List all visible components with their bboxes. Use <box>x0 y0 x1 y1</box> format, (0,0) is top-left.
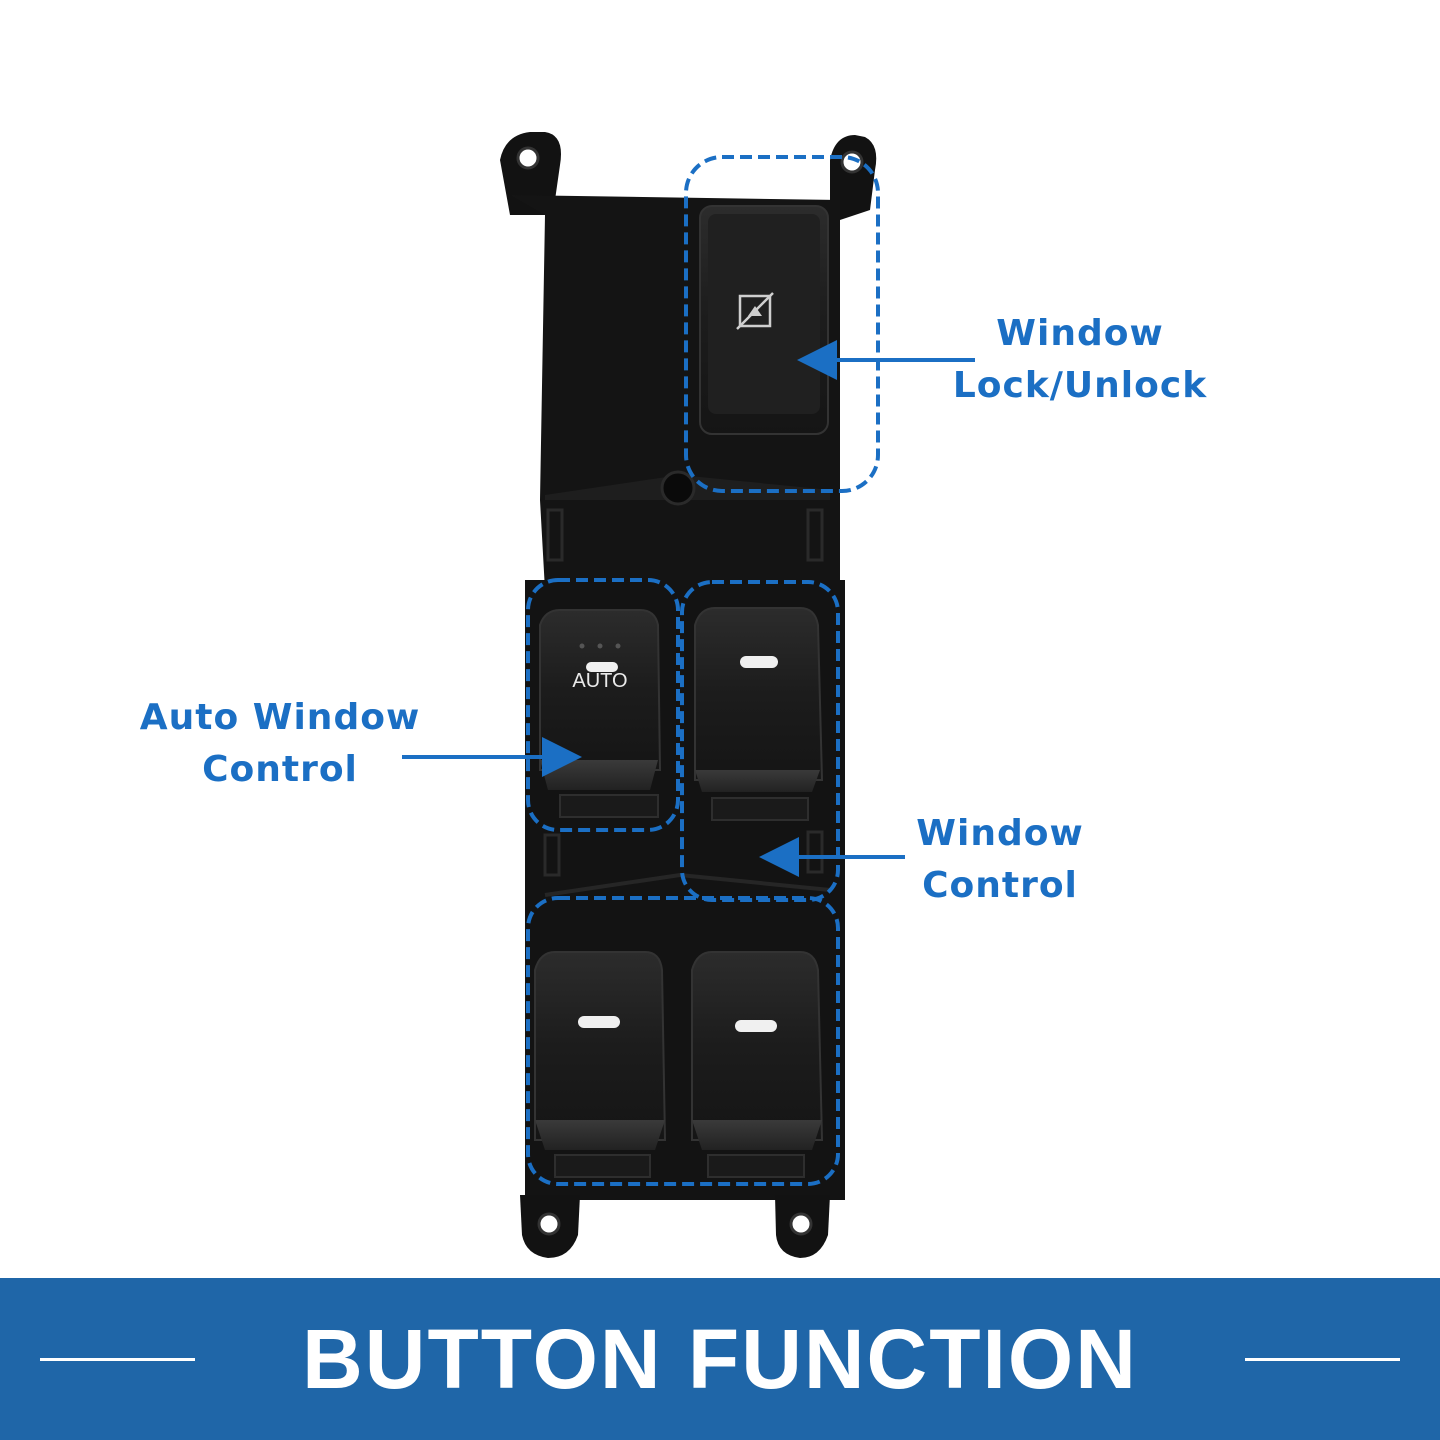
window-control-button-rear-right <box>691 951 824 1178</box>
window-lock-icon <box>736 292 774 330</box>
callout-window-lock-line1: Window <box>996 313 1164 354</box>
callout-window-control-line2: Control <box>922 865 1078 906</box>
window-control-button-rear-left <box>534 951 667 1178</box>
window-lock-button <box>699 205 829 435</box>
banner-rule-right <box>1245 1358 1400 1361</box>
banner: BUTTON FUNCTION <box>0 1278 1440 1440</box>
rear-highlight-outline <box>526 896 840 1186</box>
mounting-hole <box>537 1212 561 1236</box>
auto-button-label: AUTO <box>572 670 628 692</box>
lock-highlight-outline <box>684 155 880 493</box>
callout-window-control: Window Control <box>870 808 1130 912</box>
callout-window-lock-line2: Lock/Unlock <box>952 365 1208 406</box>
mounting-tab-top-left <box>500 132 561 215</box>
callout-window-lock: Window Lock/Unlock <box>930 308 1230 412</box>
auto-highlight-outline <box>526 578 680 832</box>
callout-auto-window-line2: Control <box>202 749 358 790</box>
banner-title: BUTTON FUNCTION <box>302 1312 1138 1406</box>
mounting-hole <box>789 1212 813 1236</box>
auto-window-button <box>539 609 662 818</box>
banner-rule-left <box>40 1358 195 1361</box>
mounting-hole <box>840 150 864 174</box>
mounting-hole <box>516 146 540 170</box>
switch-panel <box>500 132 877 1258</box>
callout-window-control-line1: Window <box>916 813 1084 854</box>
callout-auto-window-line1: Auto Window <box>139 697 421 738</box>
screw-hole <box>660 470 696 506</box>
callout-auto-window: Auto Window Control <box>130 692 430 796</box>
window-control-button-front-right <box>694 607 824 821</box>
